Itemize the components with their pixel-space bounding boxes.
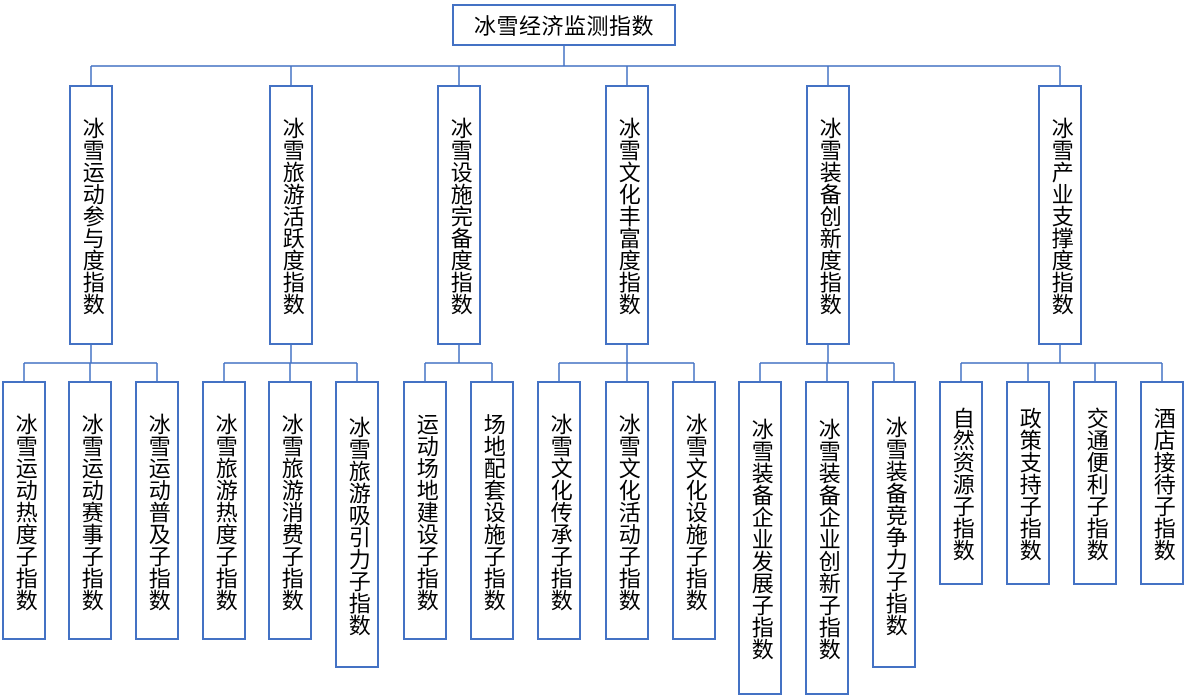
leaf-node-equipment-competitiveness: 冰雪装备竞争力子指数 bbox=[872, 381, 916, 668]
leaf-label: 冰雪旅游热度子指数 bbox=[211, 412, 237, 611]
category-label: 冰雪旅游活跃度指数 bbox=[278, 117, 304, 315]
leaf-node-culture-heritage: 冰雪文化传承子指数 bbox=[537, 381, 581, 640]
category-node-equipment-innovation: 冰雪装备创新度指数 bbox=[806, 85, 850, 345]
leaf-node-equipment-development: 冰雪装备企业发展子指数 bbox=[738, 381, 782, 695]
leaf-node-tourism-heat: 冰雪旅游热度子指数 bbox=[202, 381, 246, 640]
category-label: 冰雪设施完备度指数 bbox=[446, 117, 472, 315]
category-node-culture-richness: 冰雪文化丰富度指数 bbox=[605, 85, 649, 345]
category-label: 冰雪装备创新度指数 bbox=[815, 117, 841, 315]
leaf-node-venue-construction: 运动场地建设子指数 bbox=[403, 381, 447, 640]
leaf-label: 冰雪装备企业发展子指数 bbox=[747, 418, 773, 660]
category-label: 冰雪产业支撑度指数 bbox=[1047, 117, 1073, 315]
leaf-node-equipment-innovation: 冰雪装备企业创新子指数 bbox=[805, 381, 849, 695]
leaf-label: 冰雪运动热度子指数 bbox=[11, 412, 37, 611]
leaf-label: 冰雪运动普及子指数 bbox=[144, 412, 170, 611]
leaf-node-sports-events: 冰雪运动赛事子指数 bbox=[68, 381, 112, 640]
category-node-facility-completeness: 冰雪设施完备度指数 bbox=[437, 85, 481, 345]
leaf-label: 交通便利子指数 bbox=[1082, 407, 1108, 561]
category-label: 冰雪文化丰富度指数 bbox=[614, 117, 640, 315]
leaf-node-natural-resources: 自然资源子指数 bbox=[939, 381, 983, 585]
leaf-label: 冰雪装备企业创新子指数 bbox=[814, 418, 840, 660]
leaf-label: 冰雪旅游消费子指数 bbox=[277, 412, 303, 611]
leaf-node-hotel-reception: 酒店接待子指数 bbox=[1140, 381, 1184, 585]
leaf-node-tourism-consumption: 冰雪旅游消费子指数 bbox=[268, 381, 312, 640]
leaf-node-culture-facilities: 冰雪文化设施子指数 bbox=[672, 381, 716, 640]
root-node: 冰雪经济监测指数 bbox=[452, 4, 676, 46]
leaf-label: 冰雪运动赛事子指数 bbox=[77, 412, 103, 611]
leaf-label: 政策支持子指数 bbox=[1015, 407, 1041, 561]
leaf-label: 酒店接待子指数 bbox=[1149, 407, 1175, 561]
leaf-label: 冰雪文化活动子指数 bbox=[614, 412, 640, 611]
leaf-label: 自然资源子指数 bbox=[948, 407, 974, 561]
category-node-tourism-activity: 冰雪旅游活跃度指数 bbox=[269, 85, 313, 345]
leaf-node-policy-support: 政策支持子指数 bbox=[1006, 381, 1050, 585]
leaf-label: 运动场地建设子指数 bbox=[412, 412, 438, 611]
leaf-node-venue-amenities: 场地配套设施子指数 bbox=[470, 381, 514, 640]
root-label: 冰雪经济监测指数 bbox=[473, 15, 654, 40]
leaf-label: 冰雪装备竞争力子指数 bbox=[881, 415, 907, 636]
category-label: 冰雪运动参与度指数 bbox=[78, 117, 104, 315]
leaf-label: 冰雪文化传承子指数 bbox=[546, 412, 572, 611]
leaf-label: 冰雪旅游吸引力子指数 bbox=[344, 415, 370, 636]
leaf-node-sports-heat: 冰雪运动热度子指数 bbox=[2, 381, 46, 640]
leaf-node-transport-convenience: 交通便利子指数 bbox=[1073, 381, 1117, 585]
category-node-industry-support: 冰雪产业支撑度指数 bbox=[1038, 85, 1082, 345]
leaf-node-sports-popularization: 冰雪运动普及子指数 bbox=[135, 381, 179, 640]
leaf-node-tourism-attraction: 冰雪旅游吸引力子指数 bbox=[335, 381, 379, 668]
category-node-sports-participation: 冰雪运动参与度指数 bbox=[69, 85, 113, 345]
leaf-label: 场地配套设施子指数 bbox=[479, 412, 505, 611]
leaf-node-culture-activities: 冰雪文化活动子指数 bbox=[605, 381, 649, 640]
leaf-label: 冰雪文化设施子指数 bbox=[681, 412, 707, 611]
